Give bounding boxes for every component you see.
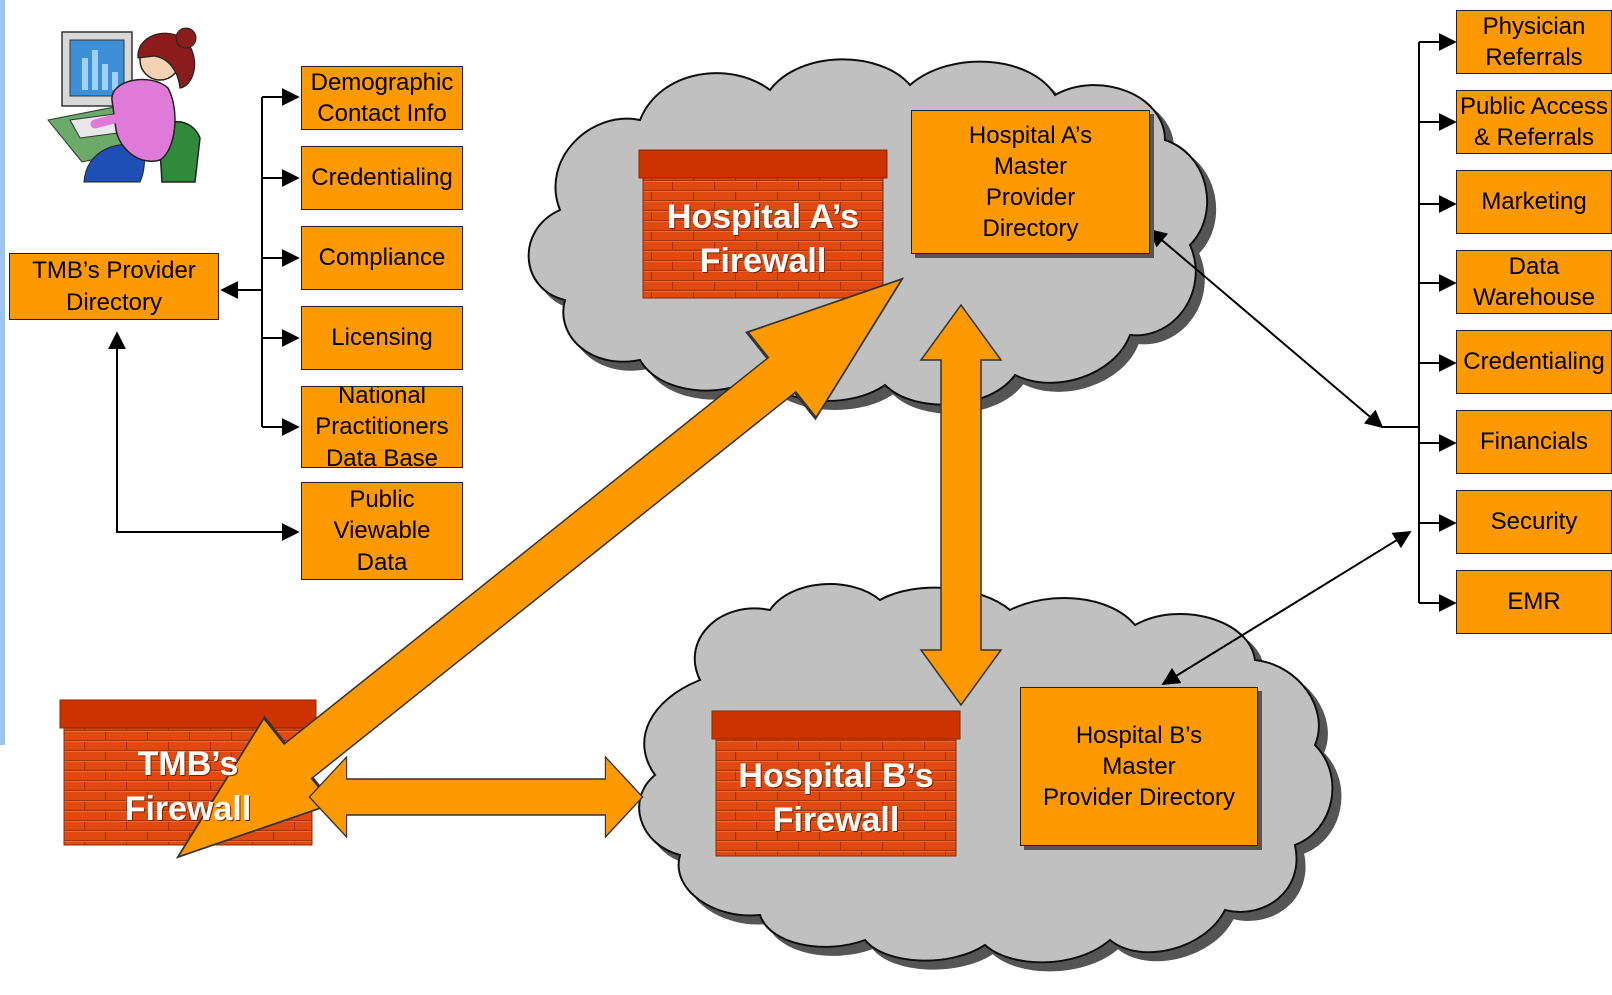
arrow-tmb-to-hospital-b bbox=[308, 755, 644, 839]
hospital-b-firewall bbox=[711, 710, 961, 857]
hospital-b-cloud bbox=[638, 583, 1334, 964]
consumer-connectors bbox=[1148, 33, 1457, 685]
hospital-b-firewall-label: Hospital B’s Firewall bbox=[738, 756, 934, 839]
consumer-financials: Financials bbox=[1456, 410, 1612, 474]
consumer-public-access-referrals: Public Access & Referrals bbox=[1456, 90, 1612, 154]
hospital-a-firewall-label: Hospital A’s Firewall bbox=[666, 197, 860, 280]
consumer-security: Security bbox=[1456, 490, 1612, 554]
source-licensing: Licensing bbox=[301, 306, 463, 370]
consumer-marketing: Marketing bbox=[1456, 170, 1612, 234]
source-national-practitioners-data-base: National Practitioners Data Base bbox=[301, 386, 463, 468]
source-compliance: Compliance bbox=[301, 226, 463, 290]
hospital-a-master-provider-directory: Hospital A’s Master Provider Directory bbox=[911, 110, 1150, 254]
consumer-credentialing: Credentialing bbox=[1456, 330, 1612, 394]
arrow-tmb-to-hospital-a bbox=[175, 277, 905, 859]
left-accent-bar bbox=[0, 0, 5, 745]
hospital-b-master-provider-directory: Hospital B’s Master Provider Directory bbox=[1020, 687, 1258, 846]
hospital-a-firewall bbox=[638, 149, 888, 299]
user-at-computer-icon bbox=[47, 27, 201, 183]
consumer-emr: EMR bbox=[1456, 570, 1612, 634]
tmb-provider-directory: TMB’s Provider Directory bbox=[9, 253, 219, 320]
source-demographic-contact-info: Demographic Contact Info bbox=[301, 66, 463, 130]
tmb-firewall-label: TMB’s Firewall bbox=[124, 745, 252, 828]
consumer-data-warehouse: Data Warehouse bbox=[1456, 250, 1612, 314]
source-credentialing: Credentialing bbox=[301, 146, 463, 210]
arrow-hospital-a-to-b bbox=[919, 303, 1003, 707]
public-viewable-data: Public Viewable Data bbox=[301, 482, 463, 580]
consumer-physician-referrals: Physician Referrals bbox=[1456, 10, 1612, 74]
tmb-source-connectors bbox=[108, 88, 300, 541]
